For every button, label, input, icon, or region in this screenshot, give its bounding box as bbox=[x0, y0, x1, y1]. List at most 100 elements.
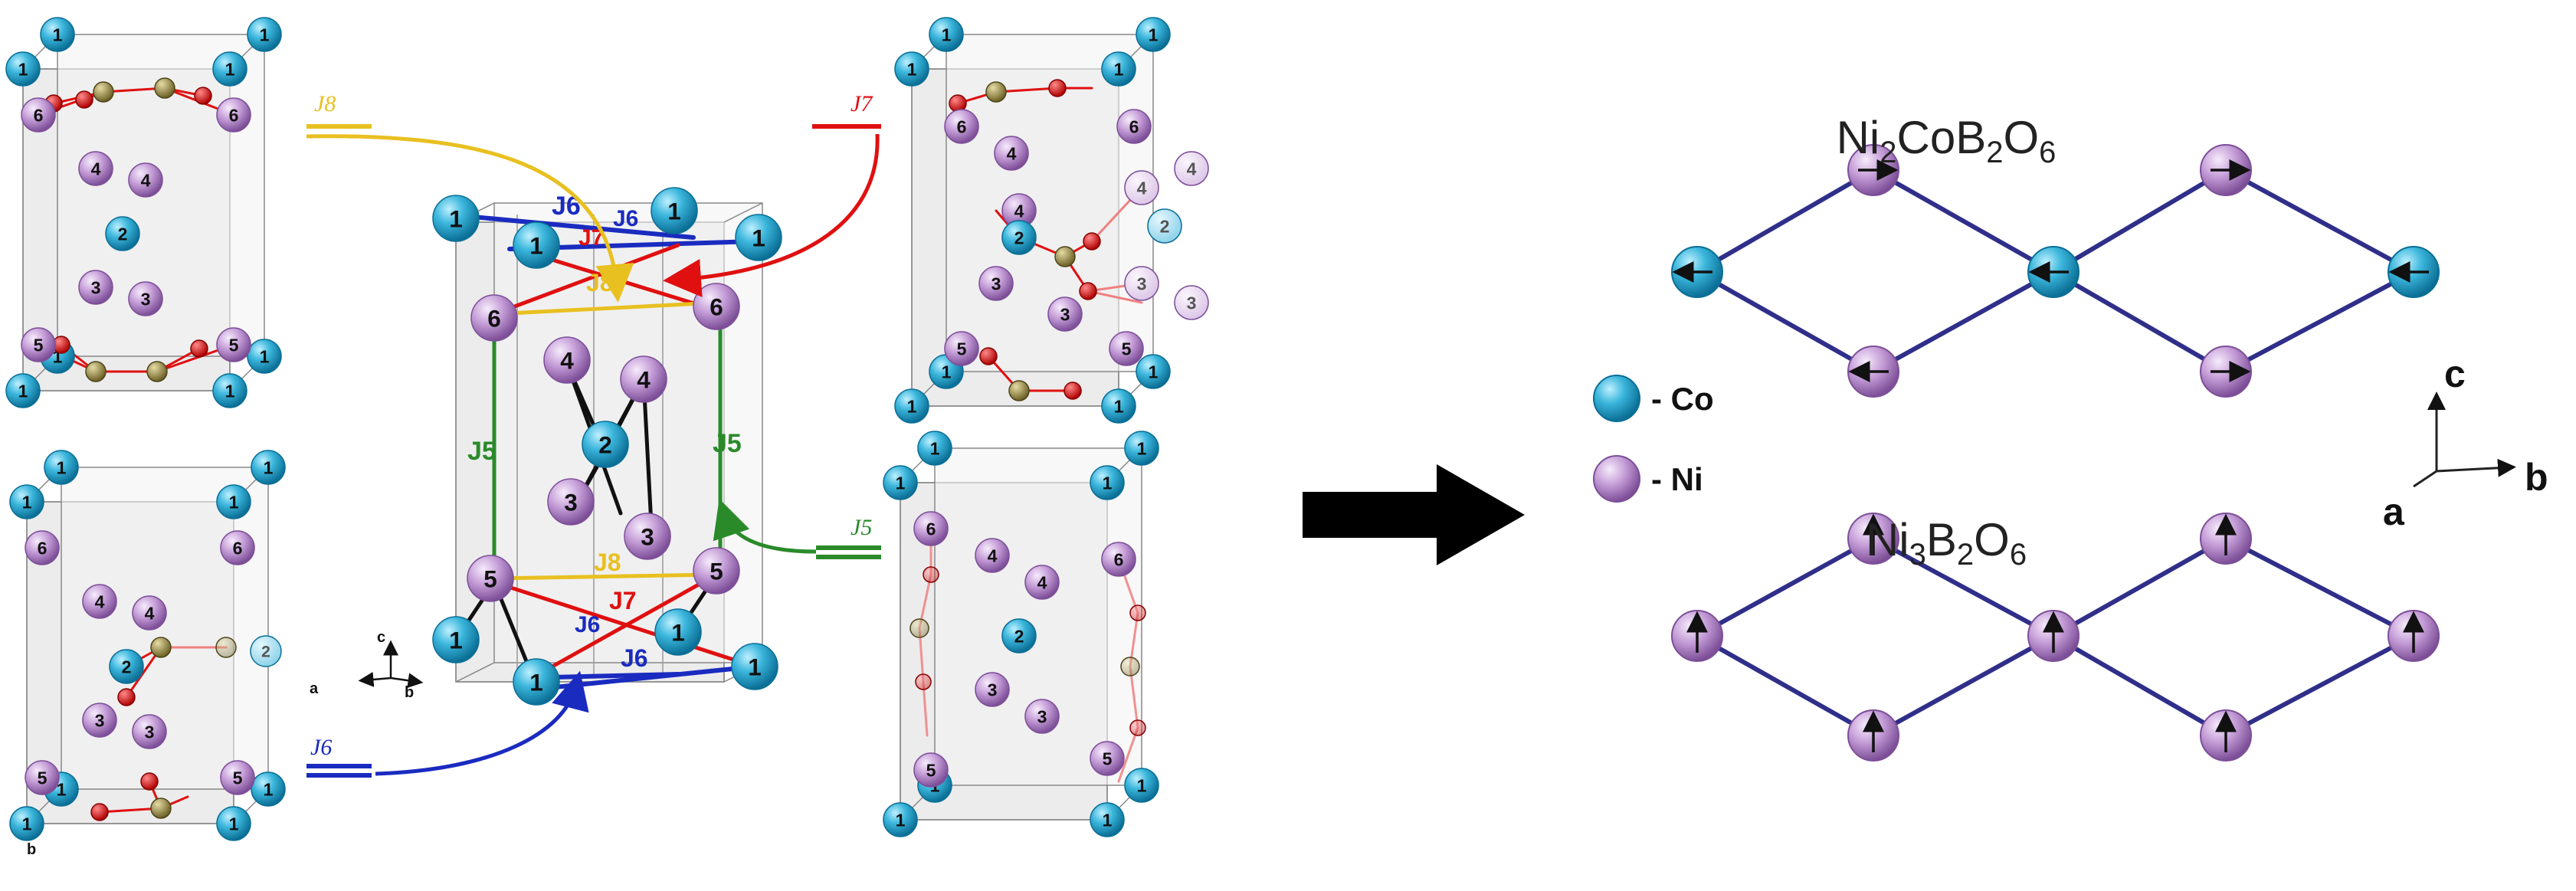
site-label: 6 bbox=[38, 538, 48, 558]
site-label: 2 bbox=[261, 644, 270, 661]
oxygen-atom bbox=[117, 688, 136, 706]
arrow-j7 bbox=[663, 133, 880, 297]
boron-atom bbox=[93, 81, 114, 103]
label-j5-right: J5 bbox=[713, 429, 742, 458]
co-atom: 1 bbox=[735, 214, 782, 261]
site-label: 1 bbox=[942, 362, 952, 382]
axis-label-a: a bbox=[2383, 490, 2405, 533]
site-label: 3 bbox=[564, 488, 578, 516]
boron-atom bbox=[909, 618, 929, 638]
site-label: 1 bbox=[264, 779, 274, 799]
ni-atom: 6 bbox=[693, 283, 740, 330]
site-label: 3 bbox=[1060, 304, 1070, 324]
lattice-bond bbox=[2052, 634, 2227, 738]
site-label: 1 bbox=[449, 626, 463, 654]
co-atom: 1 bbox=[212, 373, 247, 408]
site-label: 1 bbox=[260, 25, 270, 44]
co-atom: 1 bbox=[5, 373, 41, 408]
site-label: 1 bbox=[225, 59, 235, 79]
ni-atom: 5 bbox=[913, 752, 949, 788]
co-atom: 1 bbox=[917, 431, 952, 466]
key-j7: J7 bbox=[850, 91, 873, 116]
label-j8-bottom: J8 bbox=[594, 549, 621, 576]
bond bbox=[1117, 726, 1139, 783]
site-label: 1 bbox=[1137, 775, 1147, 795]
lattice-bond bbox=[2224, 634, 2415, 738]
site-label: 3 bbox=[1137, 274, 1147, 293]
axes-indicator-left bbox=[358, 640, 424, 689]
co-atom: 1 bbox=[894, 51, 929, 87]
site-label: 5 bbox=[233, 768, 243, 788]
ni-atom: 4 bbox=[82, 584, 117, 619]
ni-atom: 5 bbox=[216, 327, 251, 362]
site-label: 2 bbox=[1160, 216, 1170, 236]
co-atom: 1 bbox=[1136, 354, 1171, 389]
lattice-ni3b2o6 bbox=[1671, 513, 2440, 762]
ni-atom: 3 bbox=[128, 281, 163, 316]
ni-atom: 5 bbox=[25, 760, 60, 795]
site-label: 3 bbox=[95, 710, 105, 730]
site-label: 1 bbox=[752, 224, 765, 251]
site-label: 3 bbox=[145, 722, 155, 742]
co-atom: 1 bbox=[883, 802, 918, 837]
panel-letter: b bbox=[27, 841, 36, 858]
site-label: 2 bbox=[1014, 626, 1024, 646]
co-atom: 1 bbox=[1090, 465, 1125, 500]
site-label: 1 bbox=[529, 231, 543, 259]
site-label: 6 bbox=[34, 105, 44, 125]
ni-spin-site bbox=[2200, 144, 2252, 196]
site-label: 1 bbox=[229, 814, 239, 834]
label-j7-bottom: J7 bbox=[609, 587, 637, 614]
site-label: 1 bbox=[22, 814, 32, 834]
ni-atom: 6 bbox=[1101, 542, 1136, 577]
boron-atom bbox=[215, 637, 237, 658]
legend-co-label: - Co bbox=[1651, 381, 1714, 417]
ni-atom: 5 bbox=[220, 760, 255, 795]
co-atom: 1 bbox=[432, 195, 480, 242]
site-label: 6 bbox=[233, 538, 243, 558]
co-atom: 1 bbox=[432, 616, 480, 663]
ni-atom: 3 bbox=[1174, 285, 1209, 320]
ni-atom: 5 bbox=[467, 555, 514, 602]
site-label: 2 bbox=[598, 431, 612, 458]
site-label: 3 bbox=[91, 277, 101, 297]
site-label: 1 bbox=[1149, 25, 1159, 44]
small-axis-b: b bbox=[405, 684, 414, 701]
arrow-j6 bbox=[375, 670, 589, 776]
ni-spin-site bbox=[1847, 513, 1899, 565]
ni-atom: 3 bbox=[1047, 296, 1083, 332]
co-atom: 1 bbox=[247, 339, 282, 374]
co-spin-site bbox=[1671, 246, 1723, 298]
lattice-bond bbox=[2224, 536, 2415, 638]
co-atom: 1 bbox=[513, 221, 560, 269]
ni-spin-site bbox=[2388, 610, 2440, 662]
lattice-bond bbox=[1696, 168, 1875, 274]
site-label: 4 bbox=[145, 603, 155, 623]
site-label: 3 bbox=[991, 274, 1001, 293]
site-label: 6 bbox=[1129, 116, 1139, 136]
site-label: 5 bbox=[229, 335, 239, 355]
boron-atom bbox=[1120, 657, 1140, 676]
site-label: 6 bbox=[957, 116, 967, 136]
ni-spin-site bbox=[2200, 709, 2252, 762]
oxygen-atom bbox=[1064, 382, 1082, 400]
legend-ni-marker bbox=[1593, 455, 1640, 503]
co-atom: 2 bbox=[109, 649, 144, 684]
site-label: 5 bbox=[957, 339, 967, 359]
lattice-bond bbox=[2052, 168, 2227, 274]
label-j5-left: J5 bbox=[467, 437, 497, 466]
ni-spin-site bbox=[1847, 346, 1899, 398]
co-atom: 1 bbox=[9, 806, 44, 841]
site-label: 1 bbox=[667, 197, 681, 224]
oxygen-atom bbox=[194, 87, 212, 105]
arrow-j8 bbox=[306, 134, 634, 303]
label-j6-bottom-2: J6 bbox=[621, 644, 648, 672]
co-atom: 2 bbox=[1147, 208, 1182, 244]
lattice-bond bbox=[1872, 168, 2055, 274]
ni-atom: 4 bbox=[620, 355, 667, 403]
site-label: 2 bbox=[122, 657, 132, 676]
small-axis-a: a bbox=[310, 680, 319, 697]
site-label: 6 bbox=[487, 304, 501, 332]
ni-atom: 3 bbox=[624, 513, 671, 560]
